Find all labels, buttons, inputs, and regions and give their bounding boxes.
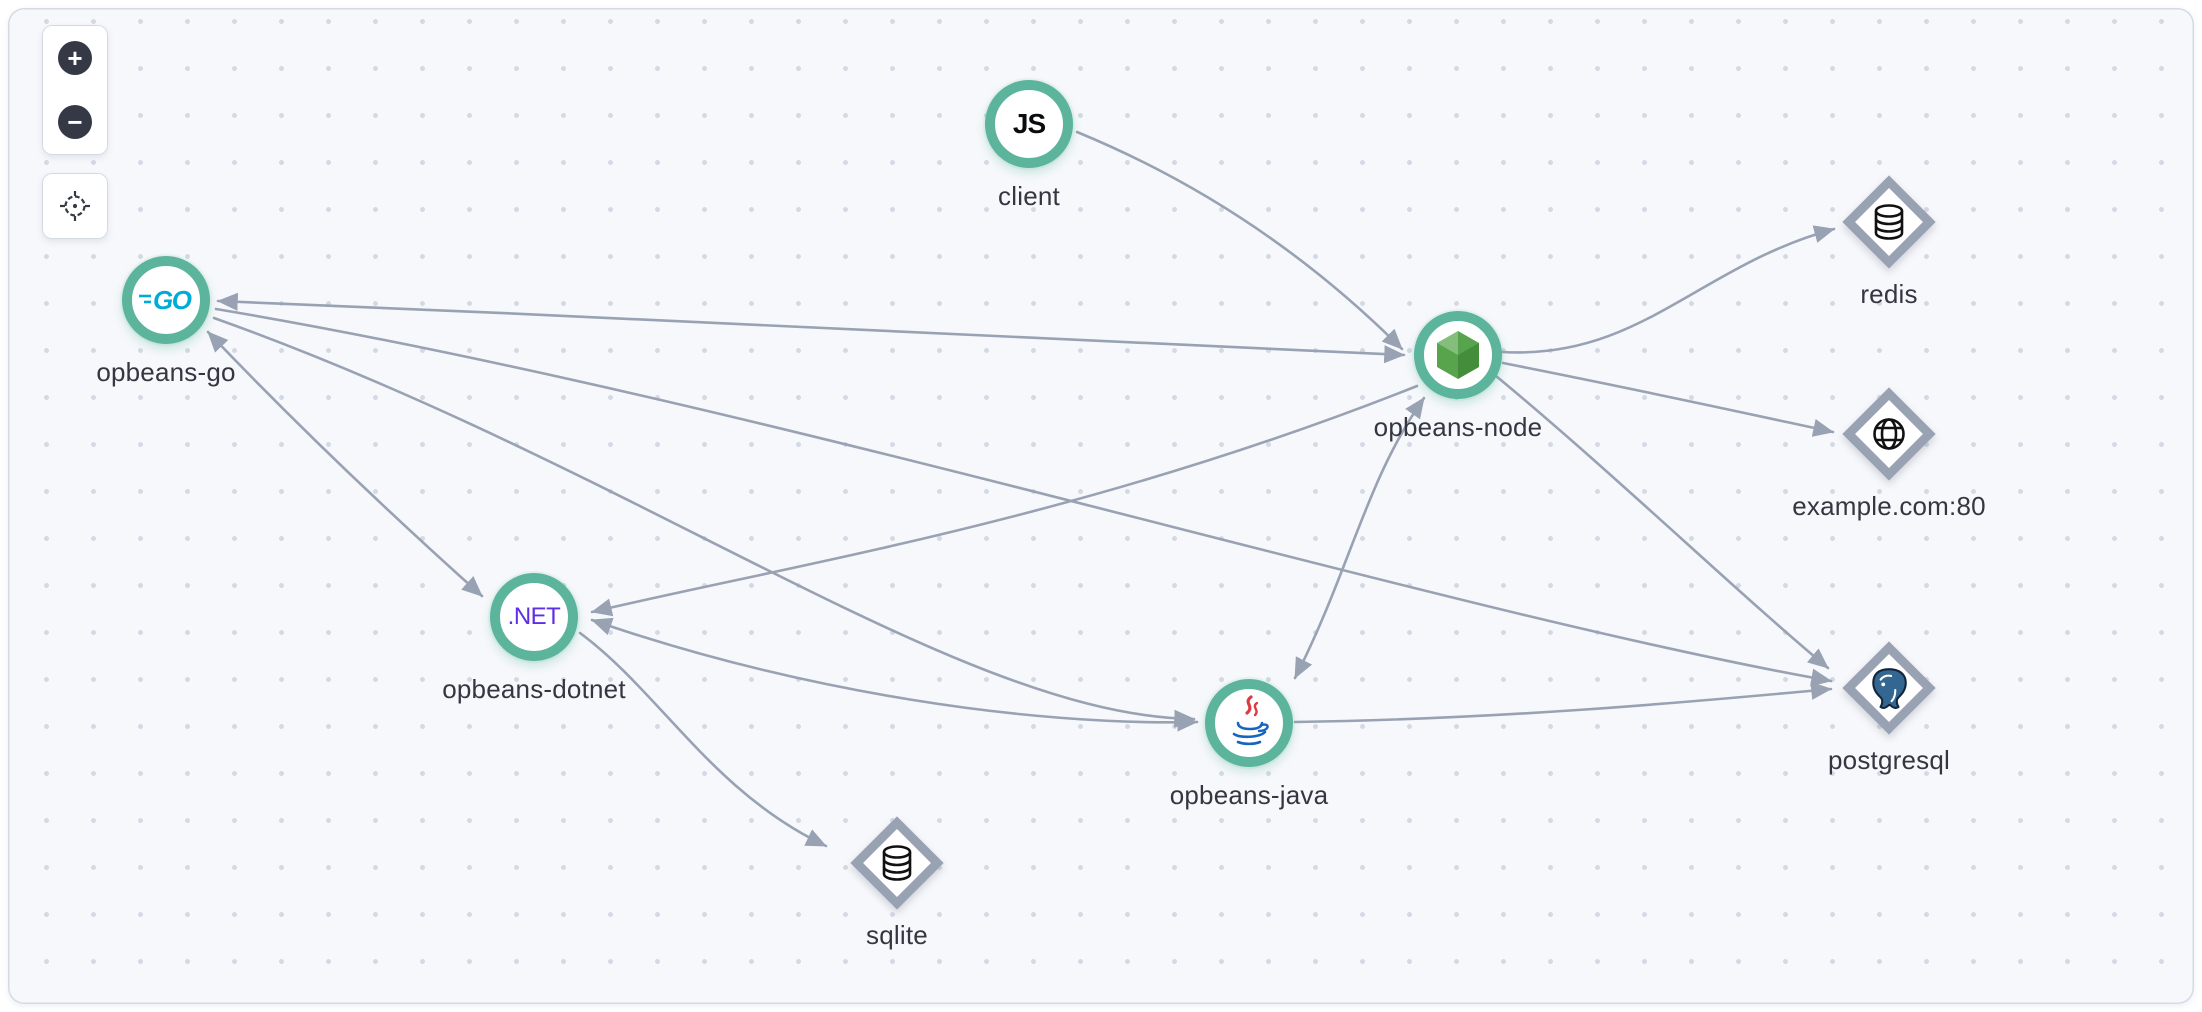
service-circle: JS <box>985 80 1073 168</box>
node-label: client <box>998 181 1060 211</box>
dependency-diamond <box>1842 175 1936 269</box>
center-map-button[interactable] <box>57 188 93 224</box>
edge-opbeans-node-opbeans-java <box>1293 396 1426 680</box>
node-label: opbeans-java <box>1169 780 1329 810</box>
dependency-diamond <box>850 816 944 910</box>
zoom-out-button[interactable]: − <box>58 105 92 139</box>
edge-opbeans-java-postgresql <box>1293 681 1833 724</box>
edge-opbeans-node-example.com:80 <box>1501 361 1835 437</box>
edge-opbeans-dotnet-sqlite <box>578 631 828 848</box>
node-label: redis <box>1860 279 1918 309</box>
node-label: opbeans-dotnet <box>442 674 626 704</box>
service-map-edges <box>206 130 1836 848</box>
service-map-canvas[interactable]: JS client GO opbeans-go opbeans-node .NET o… <box>8 8 2194 1004</box>
postgresql-icon <box>1872 668 1907 710</box>
node-label: sqlite <box>866 920 928 950</box>
globe-icon <box>1873 418 1905 450</box>
center-map-card <box>42 173 108 239</box>
go-icon: GO <box>139 285 193 315</box>
service-circle <box>1414 311 1502 399</box>
dotnet-icon: .NET <box>507 603 561 630</box>
dependency-diamond <box>1842 387 1936 481</box>
edge-opbeans-node-redis <box>1500 225 1836 354</box>
svg-text:GO: GO <box>153 285 192 315</box>
plus-icon: + <box>67 43 83 73</box>
edge-opbeans-dotnet-opbeans-java <box>590 617 1199 732</box>
dependency-diamond <box>1842 641 1936 735</box>
node-label: opbeans-node <box>1373 412 1543 442</box>
edge-opbeans-go-postgresql <box>214 307 1833 687</box>
zoom-in-button[interactable]: + <box>58 41 92 75</box>
edge-opbeans-node-opbeans-dotnet <box>590 384 1419 617</box>
service-circle: GO <box>122 256 210 344</box>
node-label: example.com:80 <box>1792 491 1986 521</box>
js-icon: JS <box>1012 108 1046 139</box>
database-icon <box>1874 204 1904 240</box>
crosshair-icon <box>60 191 90 221</box>
edge-opbeans-go-opbeans-dotnet <box>206 330 484 598</box>
nodejs-icon <box>1437 331 1479 379</box>
minus-icon: − <box>67 107 83 137</box>
node-label: postgresql <box>1828 745 1950 775</box>
service-circle: .NET <box>490 573 578 661</box>
service-circle <box>1205 679 1293 767</box>
edge-opbeans-go-opbeans-node <box>216 292 1406 364</box>
zoom-controls-card: + − <box>42 25 108 155</box>
database-icon <box>882 845 912 881</box>
node-label: opbeans-go <box>96 357 236 387</box>
service-map-nodes-layer: JS client GO opbeans-go opbeans-node .NET o… <box>8 8 2194 1004</box>
java-icon <box>1232 695 1269 746</box>
edge-opbeans-node-postgresql <box>1494 374 1830 670</box>
